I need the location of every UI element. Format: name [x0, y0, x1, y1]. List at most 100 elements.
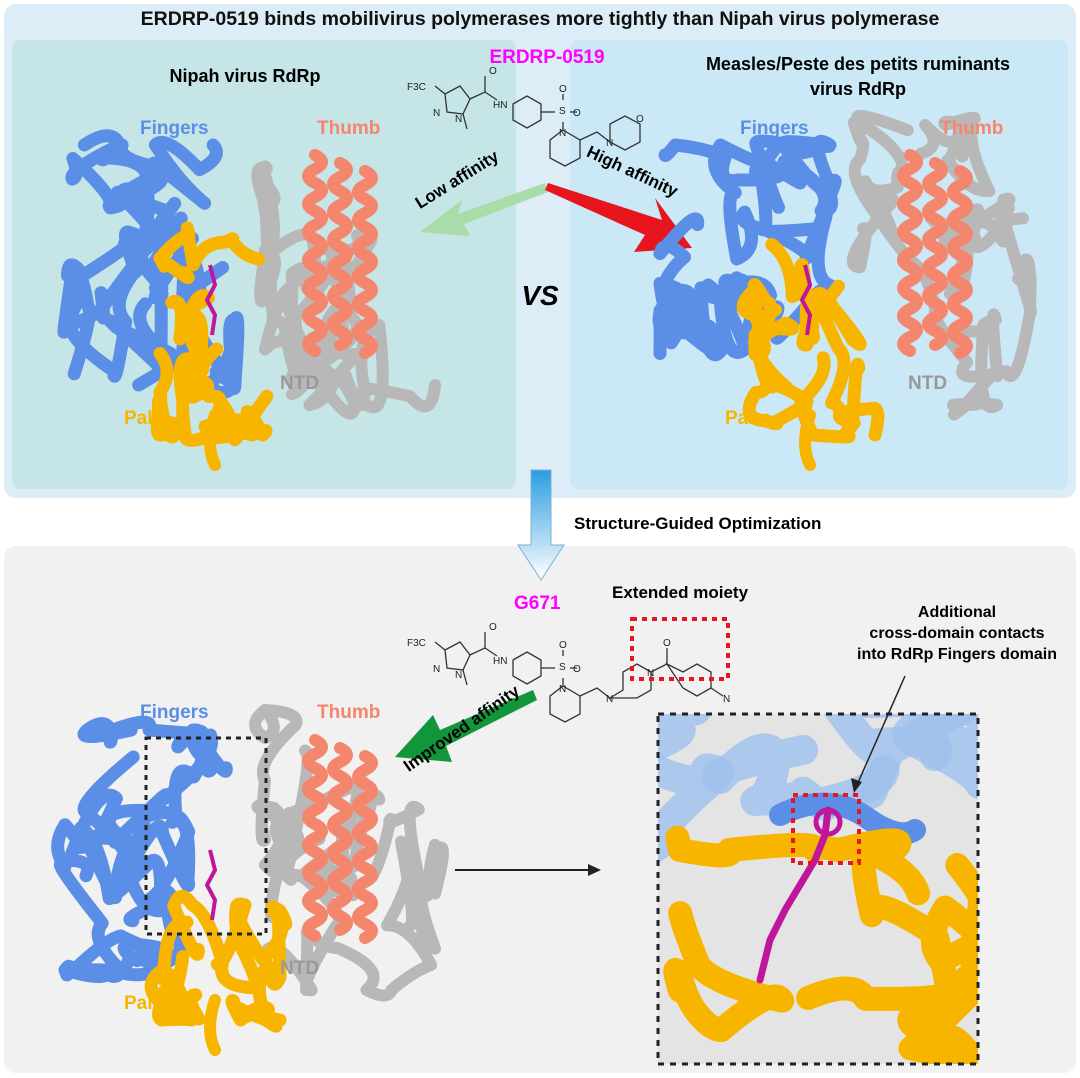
g671-label: G671 [514, 593, 561, 614]
atom-label: N [647, 668, 654, 679]
palm-tail [204, 994, 221, 1056]
erdrp-0519-label: ERDRP-0519 [489, 47, 605, 68]
thumb-helix [302, 149, 328, 357]
step-label: Structure-Guided Optimization [574, 514, 822, 533]
ntd-label-mobilivirus: NTD [908, 373, 948, 394]
palm-domain-inset [663, 901, 795, 1043]
atom-label: N [723, 694, 730, 705]
thumb-helix [352, 750, 378, 944]
binding-site-inset [658, 714, 978, 1064]
rdrp-structure-g671 [51, 704, 449, 1056]
atom-label: O [559, 84, 567, 95]
rdrp-structure-nipah [57, 129, 441, 471]
fingers-domain-inset [824, 714, 978, 809]
palm-domain-inset [897, 952, 978, 1064]
atom-label: HN [493, 656, 507, 667]
figure-title: ERDRP-0519 binds mobilivirus polymerases… [140, 8, 940, 30]
atom-label: F3C [407, 82, 426, 93]
palm-tail [204, 409, 221, 471]
thumb-helix [922, 157, 948, 351]
thumb-helix [897, 149, 923, 357]
palm-domain-inset [665, 825, 912, 868]
ntd-domain [365, 800, 449, 955]
ligand [799, 264, 813, 336]
fingers-label-g671: Fingers [140, 702, 209, 723]
thumb-helix [352, 165, 378, 359]
palm-domain [150, 346, 187, 444]
ntd-label-nipah: NTD [280, 373, 320, 394]
palm-label-mobilivirus: Palm [725, 408, 771, 429]
fingers-domain [65, 129, 169, 251]
thumb-label-nipah: Thumb [317, 118, 381, 139]
fingers-domain-inset [892, 714, 978, 799]
extended-moiety-label: Extended moiety [612, 583, 749, 602]
atom-label: N [455, 670, 462, 681]
atom-label: O [559, 640, 567, 651]
atom-label: N [455, 114, 462, 125]
atom-label: N [433, 664, 440, 675]
ligand [204, 264, 218, 336]
mobilivirus-title-line1: Measles/Peste des petits ruminants [705, 54, 1011, 74]
atom-label: N [433, 108, 440, 119]
fingers-domain [51, 728, 219, 977]
palm-domain-inset [921, 853, 978, 973]
rdrp-structure-mobilivirus [652, 110, 1038, 471]
thumb-label-mobilivirus: Thumb [940, 118, 1004, 139]
fingers-domain [653, 212, 715, 361]
vs-label: VS [521, 280, 559, 311]
fingers-domain [749, 134, 837, 214]
binding-site-box [144, 736, 268, 936]
extended-moiety-box [630, 617, 730, 681]
ntd-domain [249, 704, 314, 847]
ligand [204, 849, 218, 921]
low-affinity-arrow [420, 183, 548, 236]
thumb-label-g671: Thumb [317, 702, 381, 723]
annotation-line2: cross-domain contacts [869, 625, 1045, 642]
palm-domain [811, 286, 885, 442]
fingers-domain [77, 715, 233, 778]
palm-domain [165, 289, 215, 404]
atom-label: N [559, 684, 566, 695]
annotation-pointer-head [851, 778, 862, 793]
annotation-line3: into RdRp Fingers domain [857, 646, 1057, 663]
atom-label: S [559, 662, 566, 673]
atom-label: S [559, 106, 566, 117]
fingers-domain [74, 750, 168, 918]
fingers-label-nipah: Fingers [140, 118, 209, 139]
palm-domain [153, 221, 266, 285]
fingers-label-mobilivirus: Fingers [740, 118, 809, 139]
fingers-domain [708, 138, 807, 266]
zoom-arrow-head [588, 864, 601, 876]
palm-domain [152, 915, 199, 1027]
inset-contact-box [791, 793, 861, 865]
fingers-domain-inset [658, 714, 711, 762]
atom-label: N [606, 138, 613, 149]
inset-box [656, 712, 980, 1066]
high-affinity-arrow [545, 183, 692, 252]
improved-affinity-arrow [395, 690, 537, 762]
palm-label-g671: Palm [124, 993, 170, 1014]
annotation-pointer [856, 675, 906, 786]
atom-label: HN [493, 100, 507, 111]
palm-label-nipah: Palm [124, 408, 170, 429]
atom-label: O [573, 664, 581, 675]
optimization-arrow [517, 469, 565, 581]
mobilivirus-title-line2: virus RdRp [809, 79, 907, 99]
atom-label: F3C [407, 638, 426, 649]
atom-label: O [636, 114, 644, 125]
atom-label: O [489, 66, 497, 77]
nipah-title: Nipah virus RdRp [169, 66, 321, 86]
thumb-helix [947, 165, 973, 359]
atom-label: N [606, 694, 613, 705]
thumb-helix [327, 742, 353, 936]
atom-label: O [663, 638, 671, 649]
palm-tail [799, 409, 816, 471]
palm-domain [210, 897, 293, 991]
thumb-helix [327, 157, 353, 351]
atom-label: N [559, 128, 566, 139]
annotation-line1: Additional [917, 604, 997, 621]
ntd-label-g671: NTD [280, 958, 320, 979]
atom-label: O [489, 622, 497, 633]
